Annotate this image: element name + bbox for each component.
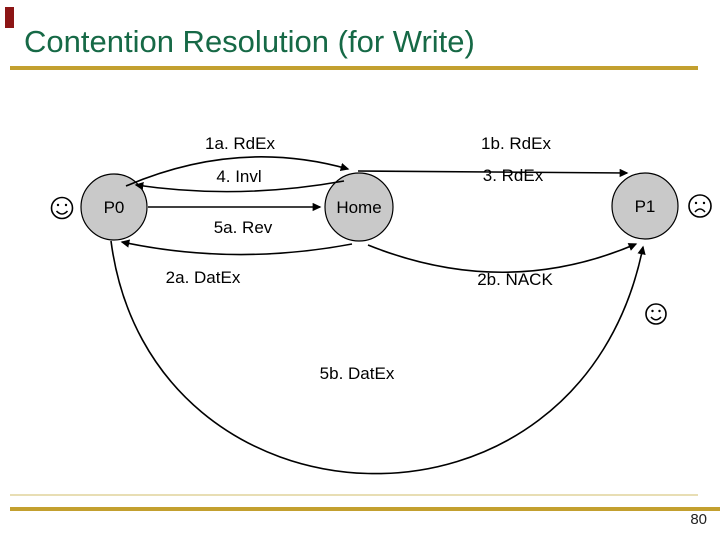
page-number: 80: [690, 511, 707, 528]
sad-face-icon: [688, 194, 712, 218]
label-3-rdex: 3. RdEx: [483, 166, 544, 185]
node-p0: [80, 173, 148, 241]
label-2b-nack: 2b. NACK: [477, 270, 553, 289]
label-1b-rdex: 1b. RdEx: [481, 134, 551, 153]
title-underline: [10, 66, 698, 70]
slide-title: Contention Resolution (for Write): [24, 24, 475, 59]
node-home: [324, 172, 394, 242]
footer-rule-thick: [10, 507, 720, 511]
label-1a-rdex: 1a. RdEx: [205, 134, 275, 153]
edge-4-invl-home-to-p0: [134, 180, 345, 193]
node-p0-label: P0: [104, 198, 125, 217]
label-4-invl: 4. Invl: [216, 167, 261, 186]
label-2a-datex: 2a. DatEx: [166, 268, 241, 287]
label-5b-datex: 5b. DatEx: [320, 364, 395, 383]
node-p1-label: P1: [635, 197, 656, 216]
happy-face-icon: [50, 196, 74, 220]
edge-1a-rdex-p0-to-home: [125, 156, 350, 187]
edge-5b-datex-p0-to-p1: [110, 240, 646, 475]
node-home-label: Home: [336, 198, 381, 217]
edge-2a-datex-home-to-p0: [120, 239, 353, 256]
edge-2b-nack-home-to-p1: [367, 243, 638, 273]
corner-accent-square: [5, 7, 14, 28]
footer-rule-thin: [10, 494, 698, 496]
happy-face-icon-2: [645, 303, 667, 325]
label-5a-rev: 5a. Rev: [214, 218, 273, 237]
edge-rdex-home-p1-line: [357, 168, 629, 178]
node-p1: [611, 172, 679, 240]
